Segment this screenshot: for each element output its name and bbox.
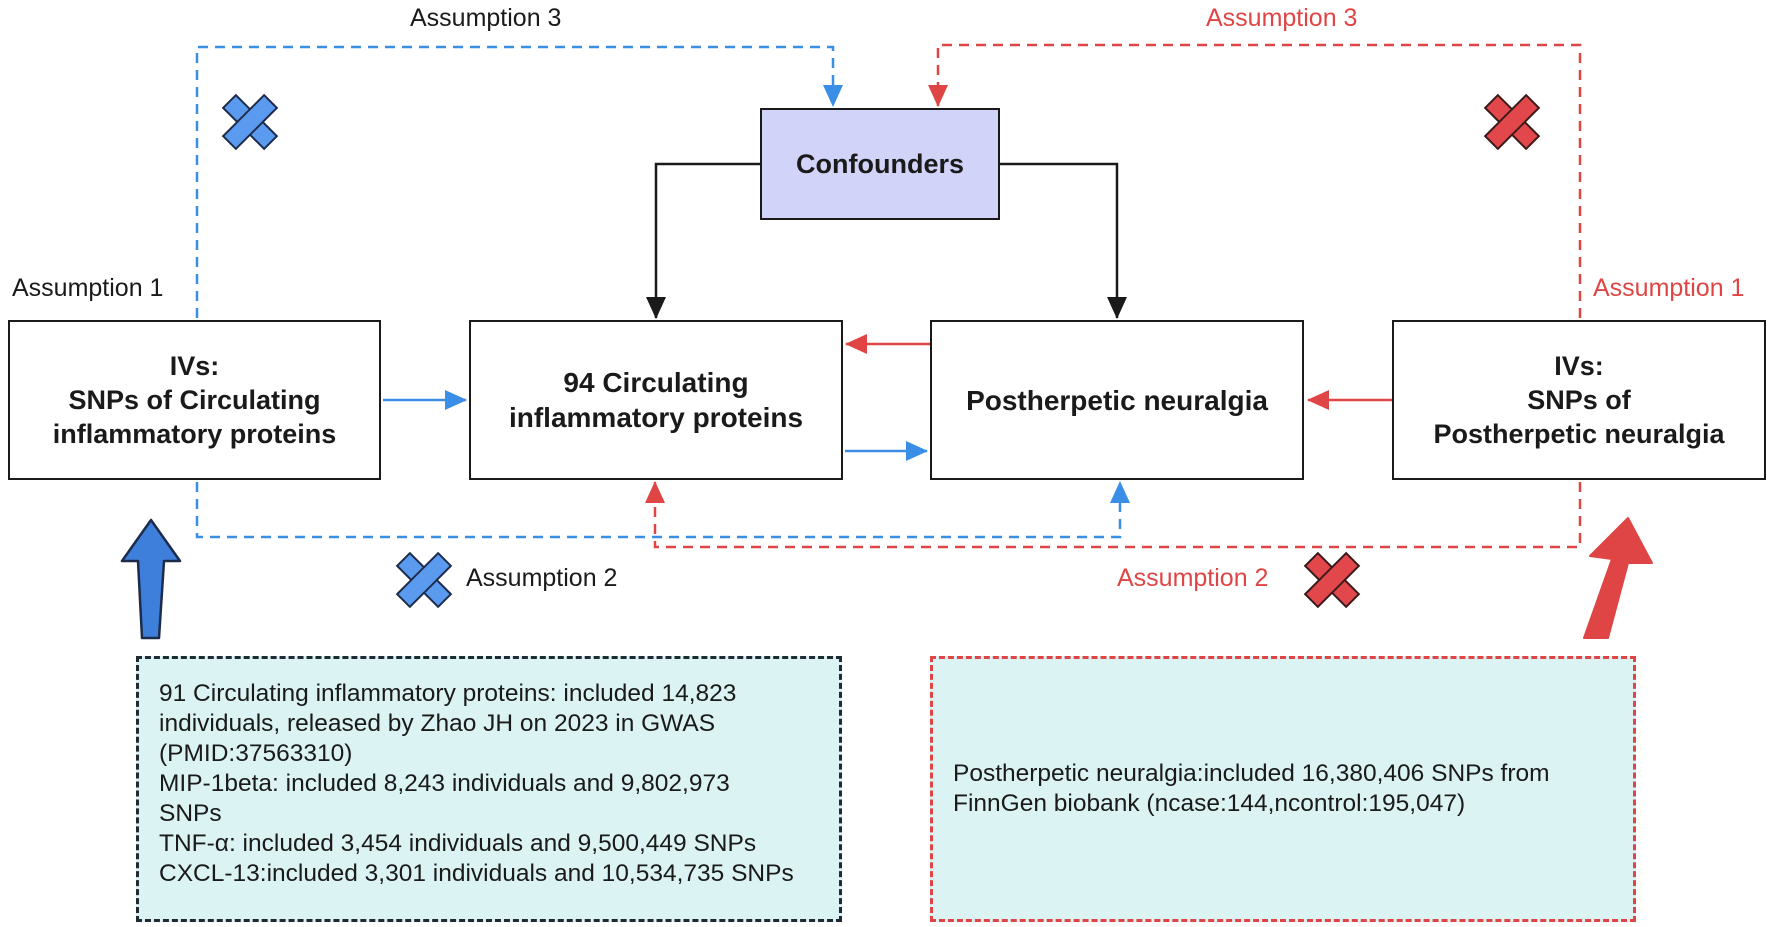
confounders-box: Confounders	[760, 108, 1000, 220]
confounders-label: Confounders	[796, 149, 964, 179]
ivs-left-line3: inflammatory proteins	[52, 419, 337, 449]
ivs-right-line2: SNPs of	[1527, 385, 1631, 415]
assumption3-label-right: Assumption 3	[1206, 4, 1358, 32]
phn-label: Postherpetic neuralgia	[966, 384, 1268, 416]
proteins-line2: inflammatory proteins	[508, 402, 804, 433]
assumption3-blue-path	[195, 45, 843, 318]
cross-icon-blue-top	[221, 93, 279, 151]
assumption2-red-path	[645, 481, 1582, 549]
ivs-right-line1: IVs:	[1554, 351, 1604, 381]
red-big-arrow	[1583, 517, 1653, 639]
note-left-line: TNF-α: included 3,454 individuals and 9,…	[159, 830, 757, 857]
ivs-right-line3: Postherpetic neuralgia	[1433, 419, 1725, 449]
confounders-to-proteins-arrow	[646, 162, 760, 319]
note-left-line: individuals, released by Zhao JH on 2023…	[159, 710, 716, 737]
ivs-postherpetic-neuralgia-box: IVs: SNPs of Postherpetic neuralgia	[1392, 320, 1766, 480]
circulating-proteins-box: 94 Circulating inflammatory proteins	[469, 320, 843, 480]
ivs-left-line1: IVs:	[169, 351, 220, 381]
confounders-to-phn-arrow	[1000, 162, 1127, 319]
assumption1-label-right: Assumption 1	[1593, 274, 1745, 302]
blue-big-arrow	[120, 518, 182, 640]
note-left-line: MIP-1beta: included 8,243 individuals an…	[159, 770, 730, 797]
assumption2-blue-path	[195, 481, 1130, 539]
postherpetic-neuralgia-box: Postherpetic neuralgia	[930, 320, 1304, 480]
note-left-line: (PMID:37563310)	[159, 740, 353, 767]
assumption3-label-left: Assumption 3	[410, 4, 562, 32]
note-left-line: CXCL-13:included 3,301 individuals and 1…	[159, 860, 794, 887]
assumption2-label-left: Assumption 2	[466, 564, 618, 592]
cross-icon-red-top	[1483, 93, 1541, 151]
note-left-line: 91 Circulating inflammatory proteins: in…	[159, 680, 737, 707]
assumption2-label-right: Assumption 2	[1117, 564, 1269, 592]
cross-icon-blue-bottom	[395, 551, 453, 609]
cross-icon-red-bottom	[1303, 551, 1361, 609]
assumption3-red-path	[928, 43, 1582, 318]
note-right-line: Postherpetic neuralgia:included 16,380,4…	[953, 760, 1550, 787]
circulating-proteins-data-note: 91 Circulating inflammatory proteins: in…	[136, 656, 842, 922]
assumption1-label-left: Assumption 1	[12, 274, 164, 302]
note-right-line: FinnGen biobank (ncase:144,ncontrol:195,…	[953, 790, 1466, 817]
postherpetic-neuralgia-data-note: Postherpetic neuralgia:included 16,380,4…	[930, 656, 1636, 922]
proteins-line1: 94 Circulating	[563, 367, 749, 398]
ivs-circulating-proteins-box: IVs: SNPs of Circulating inflammatory pr…	[8, 320, 381, 480]
note-left-line: SNPs	[159, 800, 222, 827]
ivs-left-line2: SNPs of Circulating	[68, 385, 321, 415]
